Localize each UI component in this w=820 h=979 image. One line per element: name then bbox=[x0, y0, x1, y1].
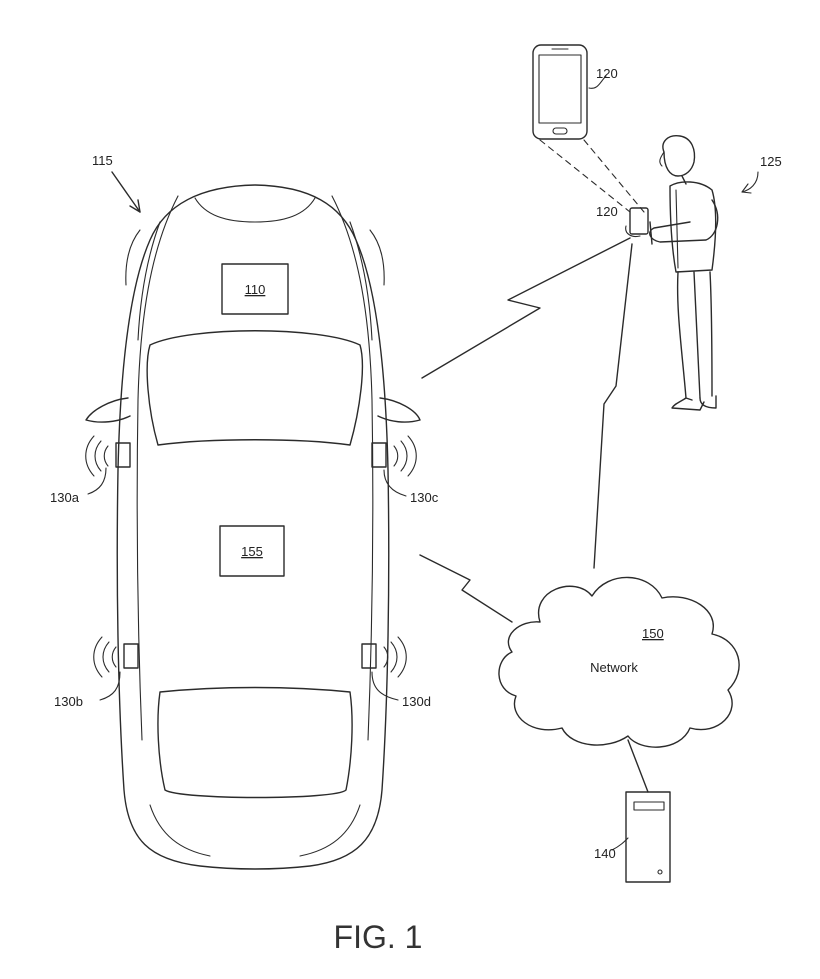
sensor-130c bbox=[371, 435, 417, 497]
server-140 bbox=[625, 791, 671, 883]
figure-caption: FIG. 1 bbox=[334, 919, 423, 955]
sensor-130a bbox=[85, 435, 131, 495]
wireless-link-vehicle-phone bbox=[421, 237, 631, 379]
vehicle-outline bbox=[85, 184, 421, 870]
sensor-130a-label: 130a bbox=[50, 490, 80, 505]
module-155-box bbox=[219, 525, 285, 577]
sensor-130b bbox=[93, 636, 139, 701]
sensor-130c-label: 130c bbox=[410, 490, 439, 505]
module-110-box bbox=[221, 263, 289, 315]
projection-line-left bbox=[539, 139, 631, 213]
server-140-label: 140 bbox=[594, 846, 616, 861]
phone-120-leader bbox=[588, 75, 607, 89]
sensor-130d-label: 130d bbox=[402, 694, 431, 709]
network-number-label: 150 bbox=[642, 626, 664, 641]
vehicle-label: 115 bbox=[92, 153, 113, 168]
user-label: 125 bbox=[760, 154, 782, 169]
projection-line-right bbox=[583, 139, 645, 213]
user-pointer-arrow bbox=[741, 171, 759, 194]
network-text-label: Network bbox=[590, 660, 638, 675]
wireless-link-phone-network bbox=[593, 243, 633, 569]
module-155-label: 155 bbox=[241, 544, 263, 559]
vehicle-pointer-arrow bbox=[111, 171, 141, 213]
phone-120-top-label: 120 bbox=[596, 66, 618, 81]
server-140-leader bbox=[611, 837, 629, 851]
wireless-link-vehicle-network bbox=[419, 554, 513, 623]
phone-120-hand-label: 120 bbox=[596, 204, 618, 219]
user-person bbox=[625, 135, 719, 411]
server-connection-line bbox=[627, 739, 649, 793]
sensor-130d bbox=[361, 636, 407, 701]
module-110-label: 110 bbox=[245, 282, 266, 297]
phone-120-enlarged bbox=[532, 44, 588, 140]
sensor-130b-label: 130b bbox=[54, 694, 83, 709]
network-cloud bbox=[498, 576, 740, 748]
